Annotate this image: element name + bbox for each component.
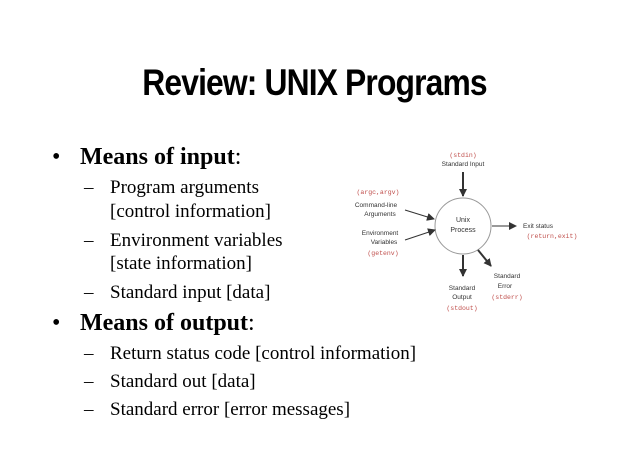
input-item-environment-variables: –Environment variables <box>84 230 283 252</box>
bullet-means-of-input: • Means of input: <box>52 144 241 171</box>
stderr-arrow <box>477 249 492 267</box>
dash: – <box>84 343 94 364</box>
env-code: (getenv) <box>367 250 398 257</box>
exit-label: Exit status <box>523 223 554 230</box>
args-code: (argc,argv) <box>357 189 400 196</box>
args-label: Arguments <box>364 211 396 218</box>
exit-code: (return,exit) <box>527 233 578 240</box>
slide-title: Review: UNIX Programs <box>142 62 487 103</box>
output-item-standard-error: –Standard error [error messages] <box>84 399 350 421</box>
dash: – <box>84 282 94 303</box>
args-label: Command-line <box>355 202 398 209</box>
stdin-code: (stdin) <box>449 152 476 159</box>
stderr-label: Error <box>498 283 513 290</box>
input-item-program-arguments: –Program arguments <box>84 177 259 199</box>
process-label: Unix <box>456 217 471 224</box>
input-item-text: Standard input [data] <box>110 282 271 303</box>
input-item-standard-input: –Standard input [data] <box>84 282 270 304</box>
env-arrow <box>404 228 436 241</box>
dash: – <box>84 399 94 420</box>
input-heading: Means of input <box>80 144 235 170</box>
stdout-label: Standard <box>449 285 476 292</box>
bullet-means-of-output: • Means of output: <box>52 310 255 337</box>
input-item-continuation: [control information] <box>110 201 271 222</box>
stderr-label: Standard <box>494 273 521 280</box>
dash: – <box>84 177 94 198</box>
input-item-text: Program arguments <box>110 177 259 198</box>
stdin-label: Standard Input <box>442 161 485 168</box>
process-circle <box>434 197 492 255</box>
colon: : <box>234 144 242 170</box>
colon: : <box>248 310 255 336</box>
input-item-text: Environment variables <box>110 230 283 251</box>
stderr-code: (stderr) <box>491 294 522 301</box>
output-item-return-status: –Return status code [control information… <box>84 343 416 365</box>
input-item-continuation: [state information] <box>110 253 252 274</box>
bullet-dot: • <box>52 144 61 170</box>
bullet-dot: • <box>52 310 61 336</box>
stdout-code: (stdout) <box>446 305 477 312</box>
dash: – <box>84 230 94 251</box>
output-heading: Means of output <box>80 310 249 336</box>
output-item-text: Standard error [error messages] <box>110 399 351 420</box>
output-item-standard-out: –Standard out [data] <box>84 371 256 393</box>
process-label: Process <box>450 227 476 234</box>
env-label: Variables <box>371 239 398 246</box>
output-item-text: Standard out [data] <box>110 371 256 392</box>
dash: – <box>84 371 94 392</box>
output-item-text: Return status code [control information] <box>110 343 417 364</box>
stdout-label: Output <box>452 294 472 301</box>
args-arrow <box>404 209 435 221</box>
env-label: Environment <box>362 230 399 237</box>
